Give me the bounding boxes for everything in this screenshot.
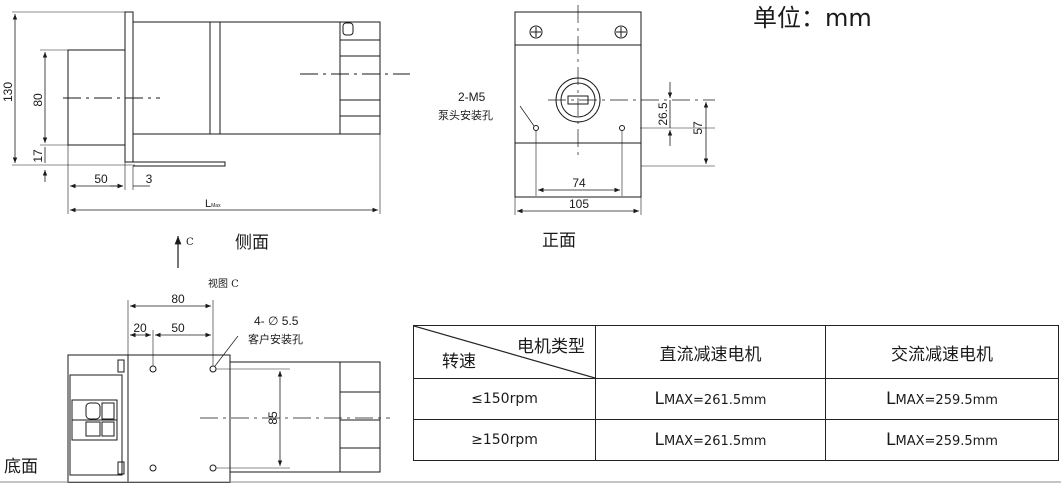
dim-80: 80: [31, 93, 45, 107]
dim-57: 57: [691, 121, 705, 135]
spec-table: 电机类型 转速 直流减速电机 交流减速电机 ≤150rpm LMAX=261.5…: [413, 325, 1059, 461]
front-view: [514, 5, 715, 215]
row-ac-lmax: LMAX=259.5mm: [825, 419, 1059, 461]
front-view-title: 正面: [542, 231, 576, 251]
table-row: ≤150rpm LMAX=261.5mm LMAX=259.5mm: [413, 378, 1059, 420]
bottom-hole-2: [209, 365, 217, 373]
lmax-symbol: L: [886, 430, 896, 450]
lmax-symbol: L: [654, 430, 665, 450]
view-c-caption: 视图 C: [208, 277, 239, 290]
lmax-symbol: L: [654, 389, 665, 409]
lmax-value: MAX=261.5mm: [664, 393, 767, 408]
dim-lmax: LMax: [205, 198, 221, 210]
lmax-value: MAX=259.5mm: [895, 393, 998, 408]
header-motor-type: 电机类型: [517, 337, 585, 357]
header-speed: 转速: [442, 352, 476, 372]
dim-50: 50: [94, 172, 108, 186]
bottom-hole-1: [149, 365, 157, 373]
dim-26-5: 26.5: [656, 102, 670, 126]
row-dc-lmax: LMAX=261.5mm: [595, 419, 826, 461]
dim-50-bottom: 50: [171, 321, 185, 335]
header-ac-motor: 交流减速电机: [825, 325, 1059, 379]
dim-105: 105: [569, 197, 589, 211]
row-dc-lmax: LMAX=261.5mm: [595, 378, 826, 420]
table-header-row: 电机类型 转速 直流减速电机 交流减速电机: [413, 325, 1059, 379]
front-pump-hole-left: [533, 125, 539, 131]
dim-3: 3: [146, 172, 153, 186]
bottom-hole-4: [209, 464, 217, 472]
dim-74: 74: [572, 176, 586, 190]
bottom-hole-desc: 客户安装孔: [248, 332, 303, 346]
header-dc-motor: 直流减速电机: [595, 325, 826, 379]
dim-85: 85: [266, 411, 280, 425]
dim-17: 17: [31, 149, 45, 163]
dim-130: 130: [1, 82, 15, 102]
dim-20: 20: [133, 321, 147, 335]
view-c-arrow-label: C: [186, 237, 194, 248]
front-screw-right: [614, 25, 628, 39]
front-hole-callout: 2-M5: [458, 90, 486, 104]
table-corner-cell: 电机类型 转速: [413, 325, 596, 379]
row-speed: ≥150rpm: [413, 419, 596, 461]
side-flange: [124, 11, 134, 163]
row-ac-lmax: LMAX=259.5mm: [825, 378, 1059, 420]
lmax-value: MAX=261.5mm: [664, 434, 767, 449]
row-speed: ≤150rpm: [413, 378, 596, 420]
side-view-title: 侧面: [235, 233, 269, 253]
bottom-view: [67, 300, 390, 483]
dim-80-bottom: 80: [171, 292, 185, 306]
front-pump-hole-right: [619, 125, 625, 131]
side-motor-body: [132, 21, 381, 135]
unit-label: 单位：mm: [753, 4, 872, 32]
side-view: [12, 11, 410, 268]
bottom-view-title: 底面: [4, 457, 38, 477]
table-row: ≥150rpm LMAX=261.5mm LMAX=259.5mm: [413, 419, 1059, 461]
lmax-symbol: L: [886, 389, 896, 409]
bottom-hole-callout: 4- ∅ 5.5: [254, 314, 299, 328]
front-screw-left: [529, 25, 543, 39]
front-hole-desc: 泵头安装孔: [438, 108, 493, 122]
bottom-hole-3: [149, 464, 157, 472]
table-diagonal: [414, 326, 595, 378]
lmax-value: MAX=259.5mm: [895, 434, 998, 449]
